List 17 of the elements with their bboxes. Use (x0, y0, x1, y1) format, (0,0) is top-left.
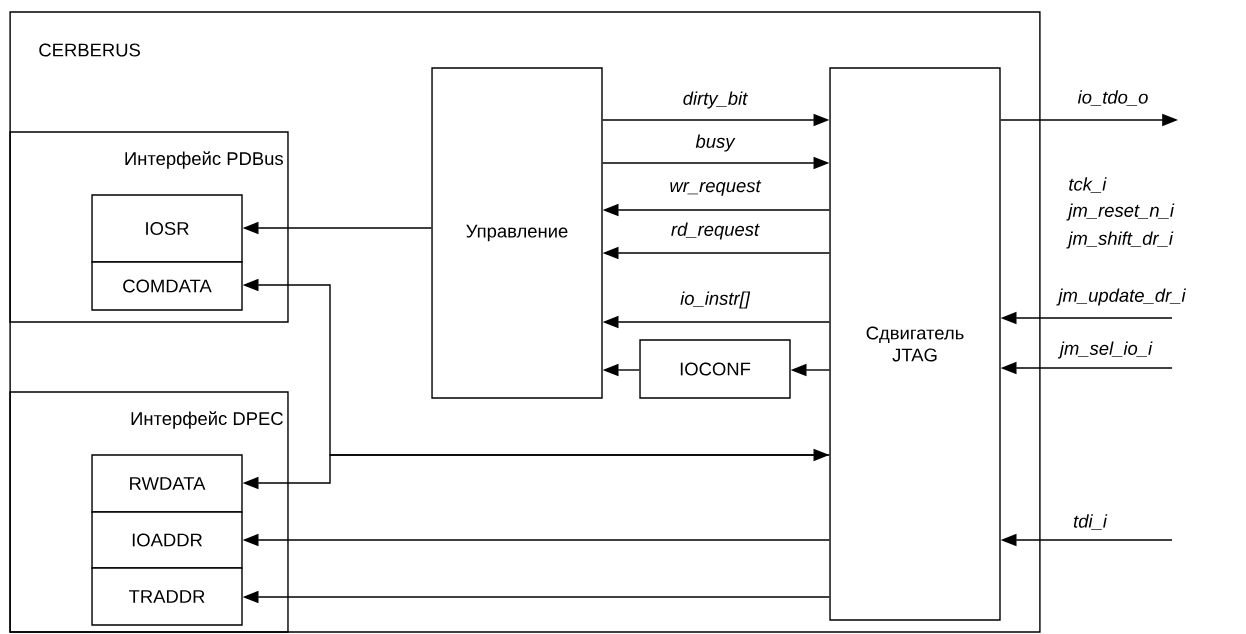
register-box: IOSR (91, 194, 243, 263)
register-box: TRADDR (91, 567, 243, 626)
edge-label: wr_request (667, 178, 763, 198)
edge-label: jm_sel_io_i (1057, 339, 1154, 361)
edge-label: io_tdo_o (1075, 88, 1151, 108)
signal-label: jm_shift_dr_i (1066, 231, 1174, 249)
register-box: RWDATA (91, 454, 243, 513)
register-box: COMDATA (91, 261, 243, 311)
signal-label: jm_reset_n_i (1066, 203, 1175, 221)
register-box: IOADDR (91, 511, 243, 569)
edge-label: rd_request (669, 220, 761, 242)
register-box: Управление (431, 67, 603, 399)
edge-label: io_instr[] (678, 289, 752, 311)
edge-label: tdi_i (1071, 512, 1109, 532)
register-box: IOCONF (639, 339, 791, 399)
signal-label: tck_i (1069, 177, 1107, 193)
register-box: Сдвигатель JTAG (829, 67, 1001, 621)
